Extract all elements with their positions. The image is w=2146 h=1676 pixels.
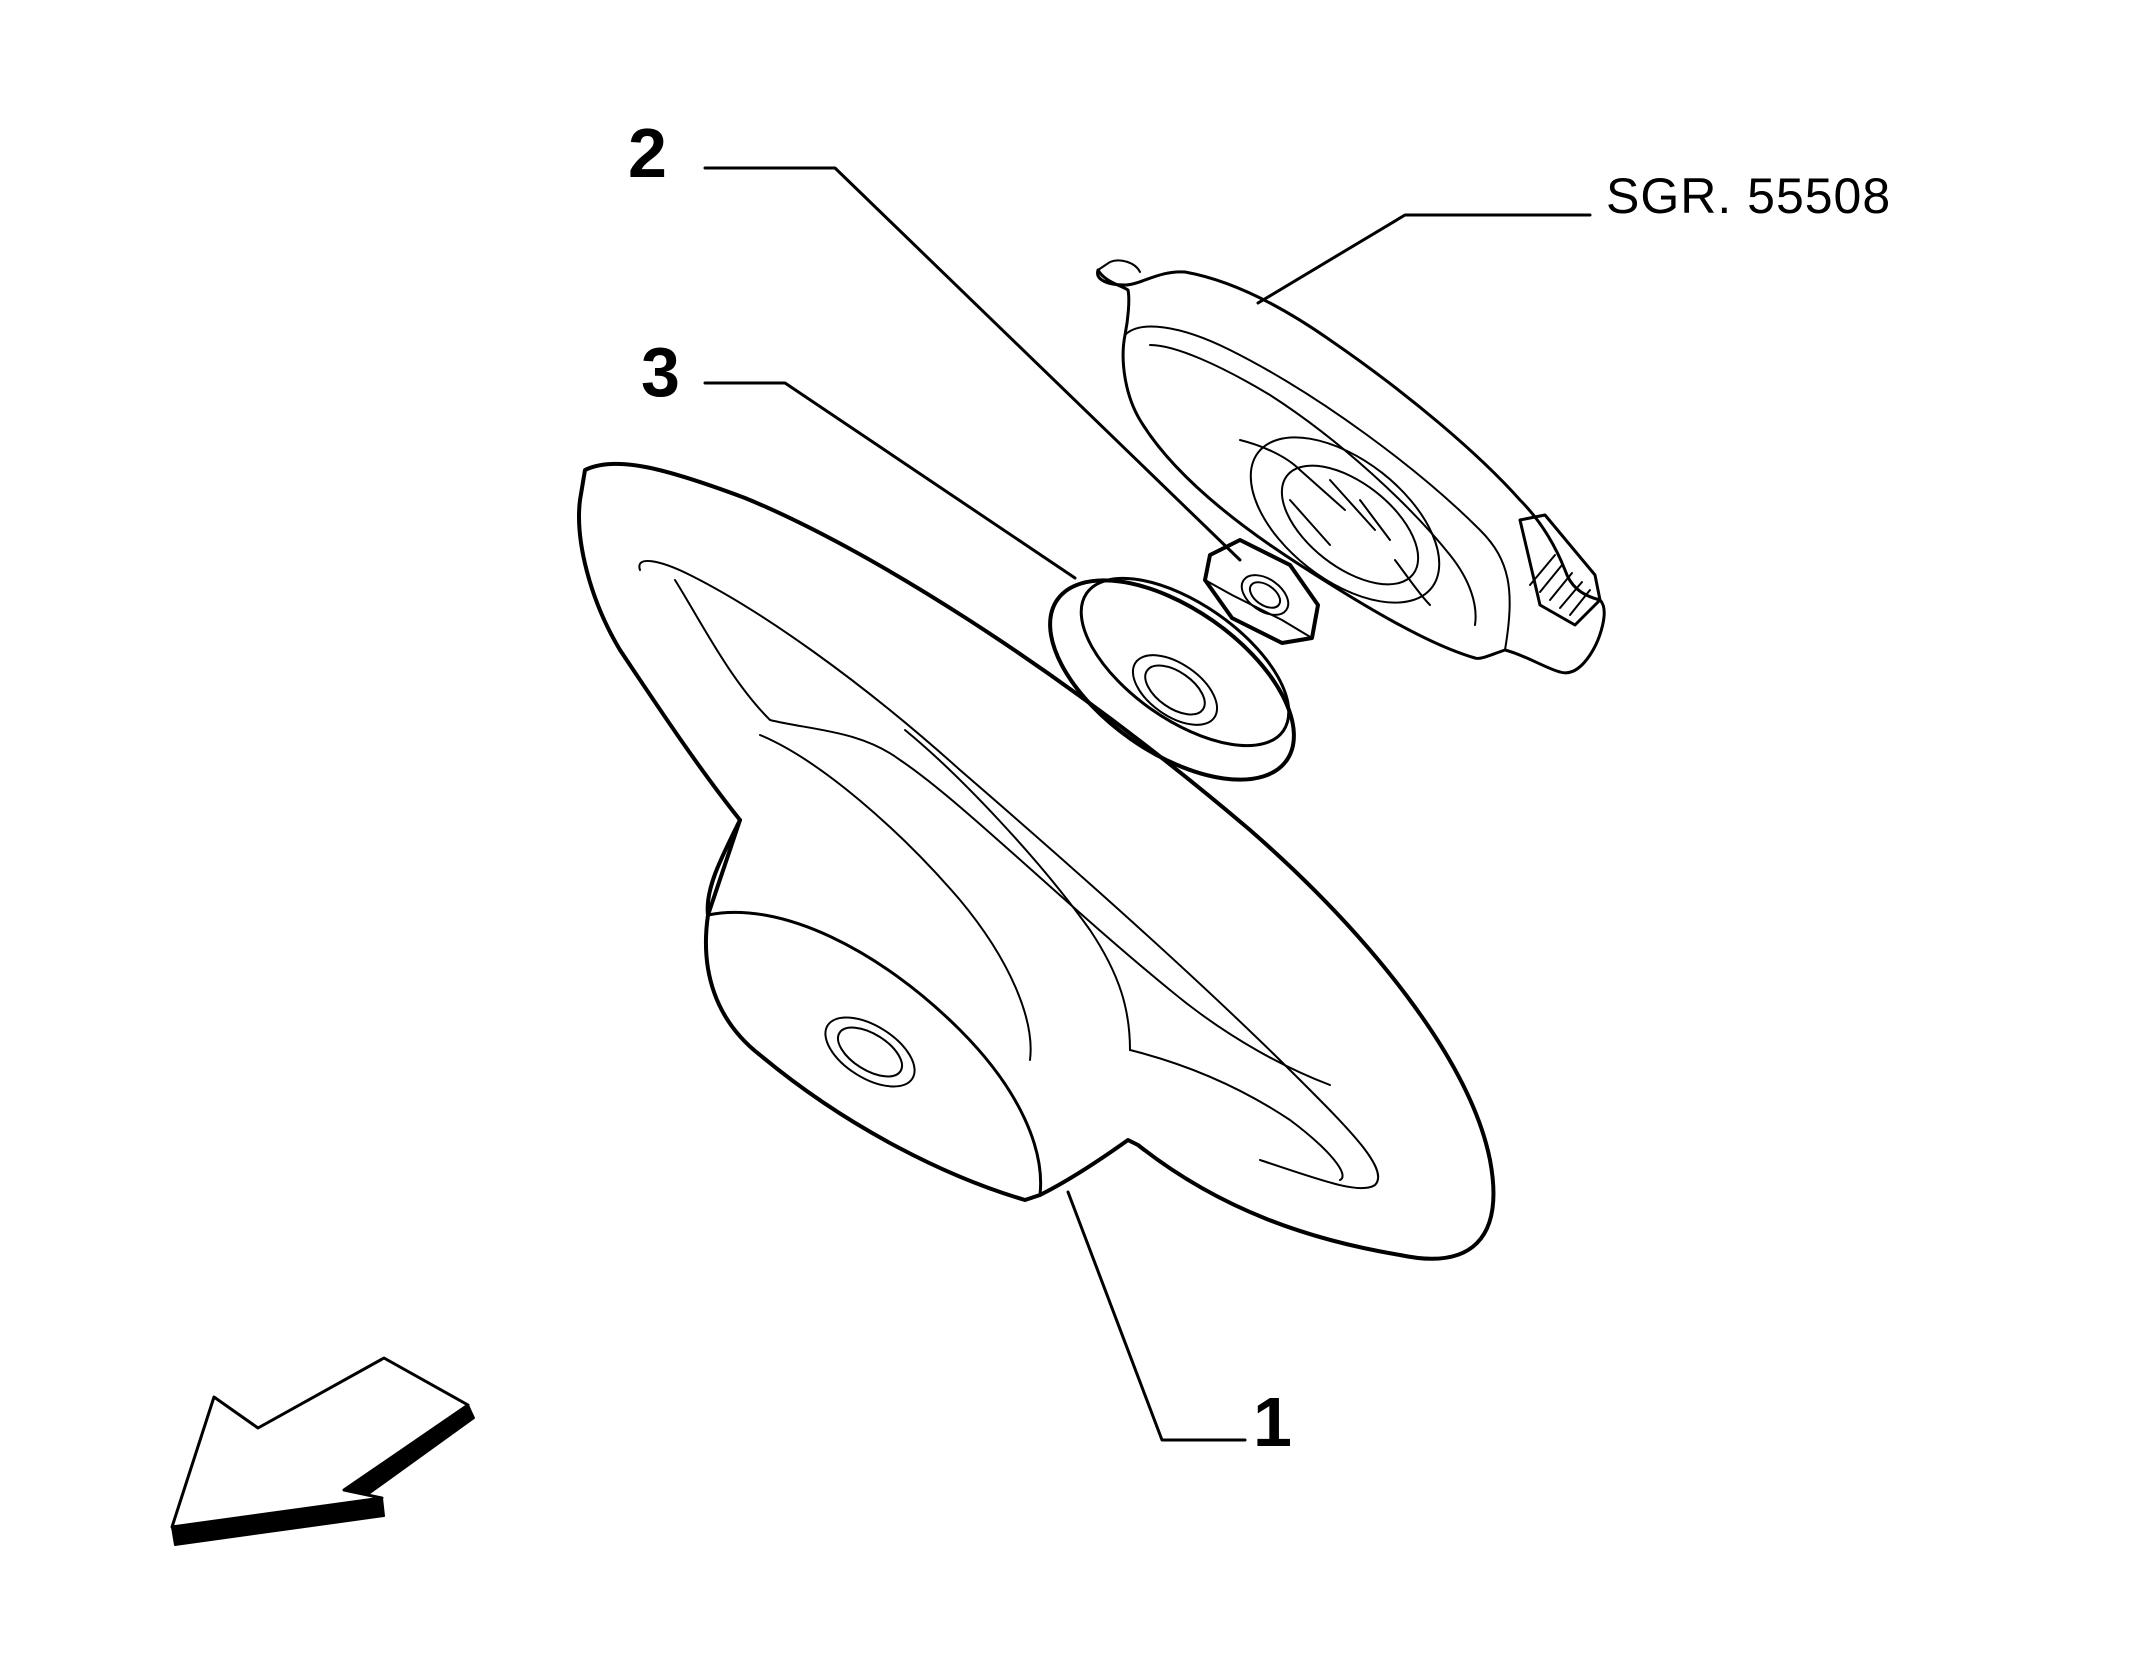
callout-part-3: 3: [641, 333, 680, 411]
leader-line-ref: [1256, 213, 1592, 305]
horn-pad-connector-ribs: [1529, 554, 1591, 616]
wheel-hub-cone: [705, 818, 742, 917]
steering-wheel-part-1: [577, 461, 1496, 1261]
washer-outer-rim: [1048, 578, 1296, 782]
wheel-hub-shoulder: [759, 734, 1032, 1061]
horn-pad-boss-outer: [1249, 436, 1441, 604]
wheel-hub-face: [706, 910, 1043, 1197]
horn-pad-outline: [1096, 268, 1606, 675]
horn-pad-connector: [1518, 513, 1602, 627]
wheel-rim-inner-line: [638, 559, 1380, 1190]
wheel-hub-bore: [824, 1016, 916, 1088]
arrow-down-left-icon: [170, 1356, 475, 1546]
leader-line-2: [703, 166, 1242, 562]
horn-pad-tab: [1097, 259, 1141, 273]
horn-pad-reference: [1096, 259, 1606, 675]
wheel-spoke-line-lower: [1129, 1049, 1344, 1181]
washer-bore-inner: [1144, 664, 1206, 716]
wheel-rim-outline: [577, 461, 1496, 1261]
wheel-hub-shoulder-right: [904, 729, 1131, 1051]
leader-line-1: [1066, 1190, 1247, 1442]
leader-lines: [703, 166, 1592, 1442]
arrow-body: [170, 1356, 470, 1529]
leader-line-3: [703, 381, 1077, 580]
washer-raised-face: [1079, 576, 1291, 748]
washer-part-3: [1048, 576, 1296, 782]
horn-pad-rim-line: [1124, 325, 1511, 651]
nut-thread-bore-inner: [1248, 581, 1282, 609]
callout-part-1: 1: [1253, 1383, 1292, 1461]
washer-bore: [1131, 654, 1219, 726]
horn-pad-inner-rim: [1149, 344, 1477, 626]
wheel-hub-bore-inner: [837, 1026, 903, 1078]
nut-hex-edge: [1204, 579, 1313, 639]
callout-reference-sgr: SGR. 55508: [1606, 168, 1892, 224]
horn-pad-boss-inner: [1280, 464, 1420, 586]
nut-thread-bore: [1240, 574, 1290, 616]
wheel-spoke-line-upper: [674, 579, 1331, 1086]
nut-part-2: [1203, 538, 1320, 645]
horn-pad-boss-spoke-a: [1289, 469, 1391, 546]
horn-pad-boss-spoke-b: [1239, 439, 1431, 606]
callout-part-2: 2: [628, 114, 667, 192]
